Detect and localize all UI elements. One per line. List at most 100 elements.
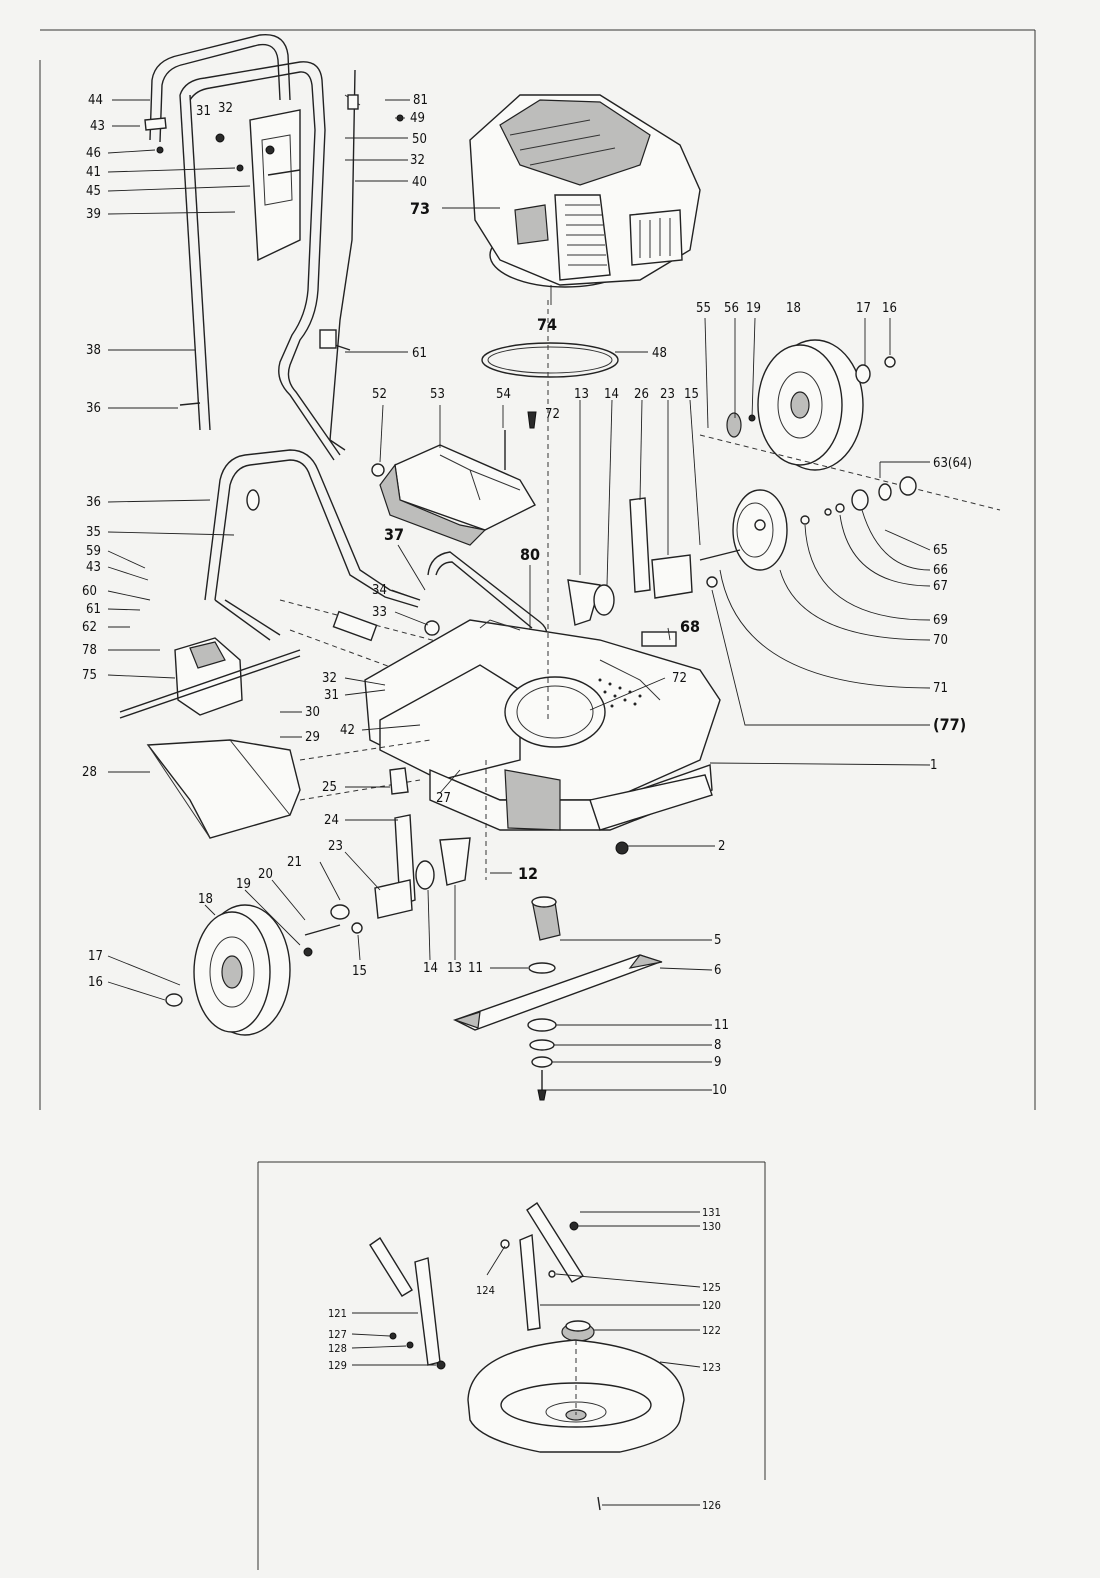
callout-19-front: 19 [236, 877, 251, 892]
callout-6: 6 [714, 963, 721, 978]
callout-23-front: 23 [328, 839, 343, 854]
callout-121: 121 [328, 1307, 347, 1320]
callout-15: 15 [684, 387, 699, 402]
callout-75: 75 [82, 668, 97, 683]
callout-55: 55 [696, 301, 711, 316]
callout-48: 48 [652, 346, 667, 361]
callout-13-front: 13 [447, 961, 462, 976]
callout-72-deck: 72 [672, 671, 687, 686]
callout-37: 37 [384, 525, 404, 544]
grass-deflector [146, 739, 431, 839]
wheel-left [165, 904, 363, 1036]
callout-78: 78 [82, 643, 97, 658]
callout-65: 65 [933, 543, 948, 558]
callout-63-64: 63(64) [933, 456, 972, 471]
callout-56: 56 [724, 301, 739, 316]
callout-11-top: 11 [468, 961, 483, 976]
subassembly-frame [257, 1161, 766, 1570]
callout-17: 17 [856, 301, 871, 316]
callout-130: 130 [702, 1220, 721, 1233]
callout-43: 43 [90, 119, 105, 134]
callout-34: 34 [372, 583, 387, 598]
callout-16-front: 16 [88, 975, 103, 990]
callout-26: 26 [634, 387, 649, 402]
callout-59: 59 [86, 544, 101, 559]
callout-66: 66 [933, 563, 948, 578]
callout-1: 1 [930, 758, 937, 773]
callout-39: 39 [86, 207, 101, 222]
callout-2: 2 [718, 839, 725, 854]
callout-13: 13 [574, 387, 589, 402]
callout-31-deck: 31 [324, 688, 339, 703]
callout-21: 21 [287, 855, 302, 870]
callout-18-front: 18 [198, 892, 213, 907]
callout-24: 24 [324, 813, 339, 828]
callout-36: 36 [86, 401, 101, 416]
gearbox [119, 637, 301, 719]
deck-vent-dots [598, 678, 642, 708]
callout-74: 74 [537, 315, 557, 334]
callout-27: 27 [436, 791, 451, 806]
callout-125: 125 [702, 1281, 721, 1294]
wheel-brackets [374, 497, 693, 919]
belt-ring [481, 342, 619, 378]
subassembly-parts [369, 1202, 685, 1511]
callout-124: 124 [476, 1284, 495, 1297]
engine [469, 94, 701, 305]
callout-128: 128 [328, 1342, 347, 1355]
callout-69: 69 [933, 613, 948, 628]
callout-14: 14 [604, 387, 619, 402]
callout-46: 46 [86, 146, 101, 161]
callout-28: 28 [82, 765, 97, 780]
mower-deck [364, 619, 721, 855]
callout-15-front: 15 [352, 964, 367, 979]
callout-42: 42 [340, 723, 355, 738]
callout-68: 68 [680, 617, 700, 636]
callout-10: 10 [712, 1083, 727, 1098]
callout-38: 38 [86, 343, 101, 358]
callout-81: 81 [413, 93, 428, 108]
leader-lines [107, 99, 931, 1506]
callout-labels: 44 43 46 41 45 39 38 36 36 35 59 43 60 6… [82, 93, 972, 1512]
blade-assembly [453, 300, 663, 1101]
callout-12: 12 [518, 864, 538, 883]
callout-30: 30 [305, 705, 320, 720]
callout-20: 20 [258, 867, 273, 882]
callout-70: 70 [933, 633, 948, 648]
callout-23: 23 [660, 387, 675, 402]
callout-29: 29 [305, 730, 320, 745]
rear-hub [699, 476, 917, 588]
callout-44: 44 [88, 93, 103, 108]
page-frame [39, 29, 1036, 1110]
callout-73: 73 [410, 199, 430, 218]
callout-131: 131 [702, 1206, 721, 1219]
callout-9: 9 [714, 1055, 721, 1070]
callout-11: 11 [714, 1018, 729, 1033]
callout-60: 60 [82, 584, 97, 599]
callout-126: 126 [702, 1499, 721, 1512]
callout-14-front: 14 [423, 961, 438, 976]
callout-72: 72 [545, 407, 560, 422]
callout-61-right: 61 [412, 346, 427, 361]
callout-41: 41 [86, 165, 101, 180]
callout-36-lower: 36 [86, 495, 101, 510]
callout-8: 8 [714, 1038, 721, 1053]
callout-49: 49 [410, 111, 425, 126]
wheel-right [699, 339, 1001, 511]
callout-45: 45 [86, 184, 101, 199]
callout-25: 25 [322, 780, 337, 795]
callout-62: 62 [82, 620, 97, 635]
callout-61: 61 [86, 602, 101, 617]
callout-67: 67 [933, 579, 948, 594]
handle-assembly [144, 33, 404, 461]
callout-35: 35 [86, 525, 101, 540]
callout-77: (77) [933, 715, 966, 734]
callout-54: 54 [496, 387, 511, 402]
callout-80: 80 [520, 545, 540, 564]
callout-31: 31 [196, 104, 211, 119]
callout-18: 18 [786, 301, 801, 316]
callout-16: 16 [882, 301, 897, 316]
callout-19: 19 [746, 301, 761, 316]
